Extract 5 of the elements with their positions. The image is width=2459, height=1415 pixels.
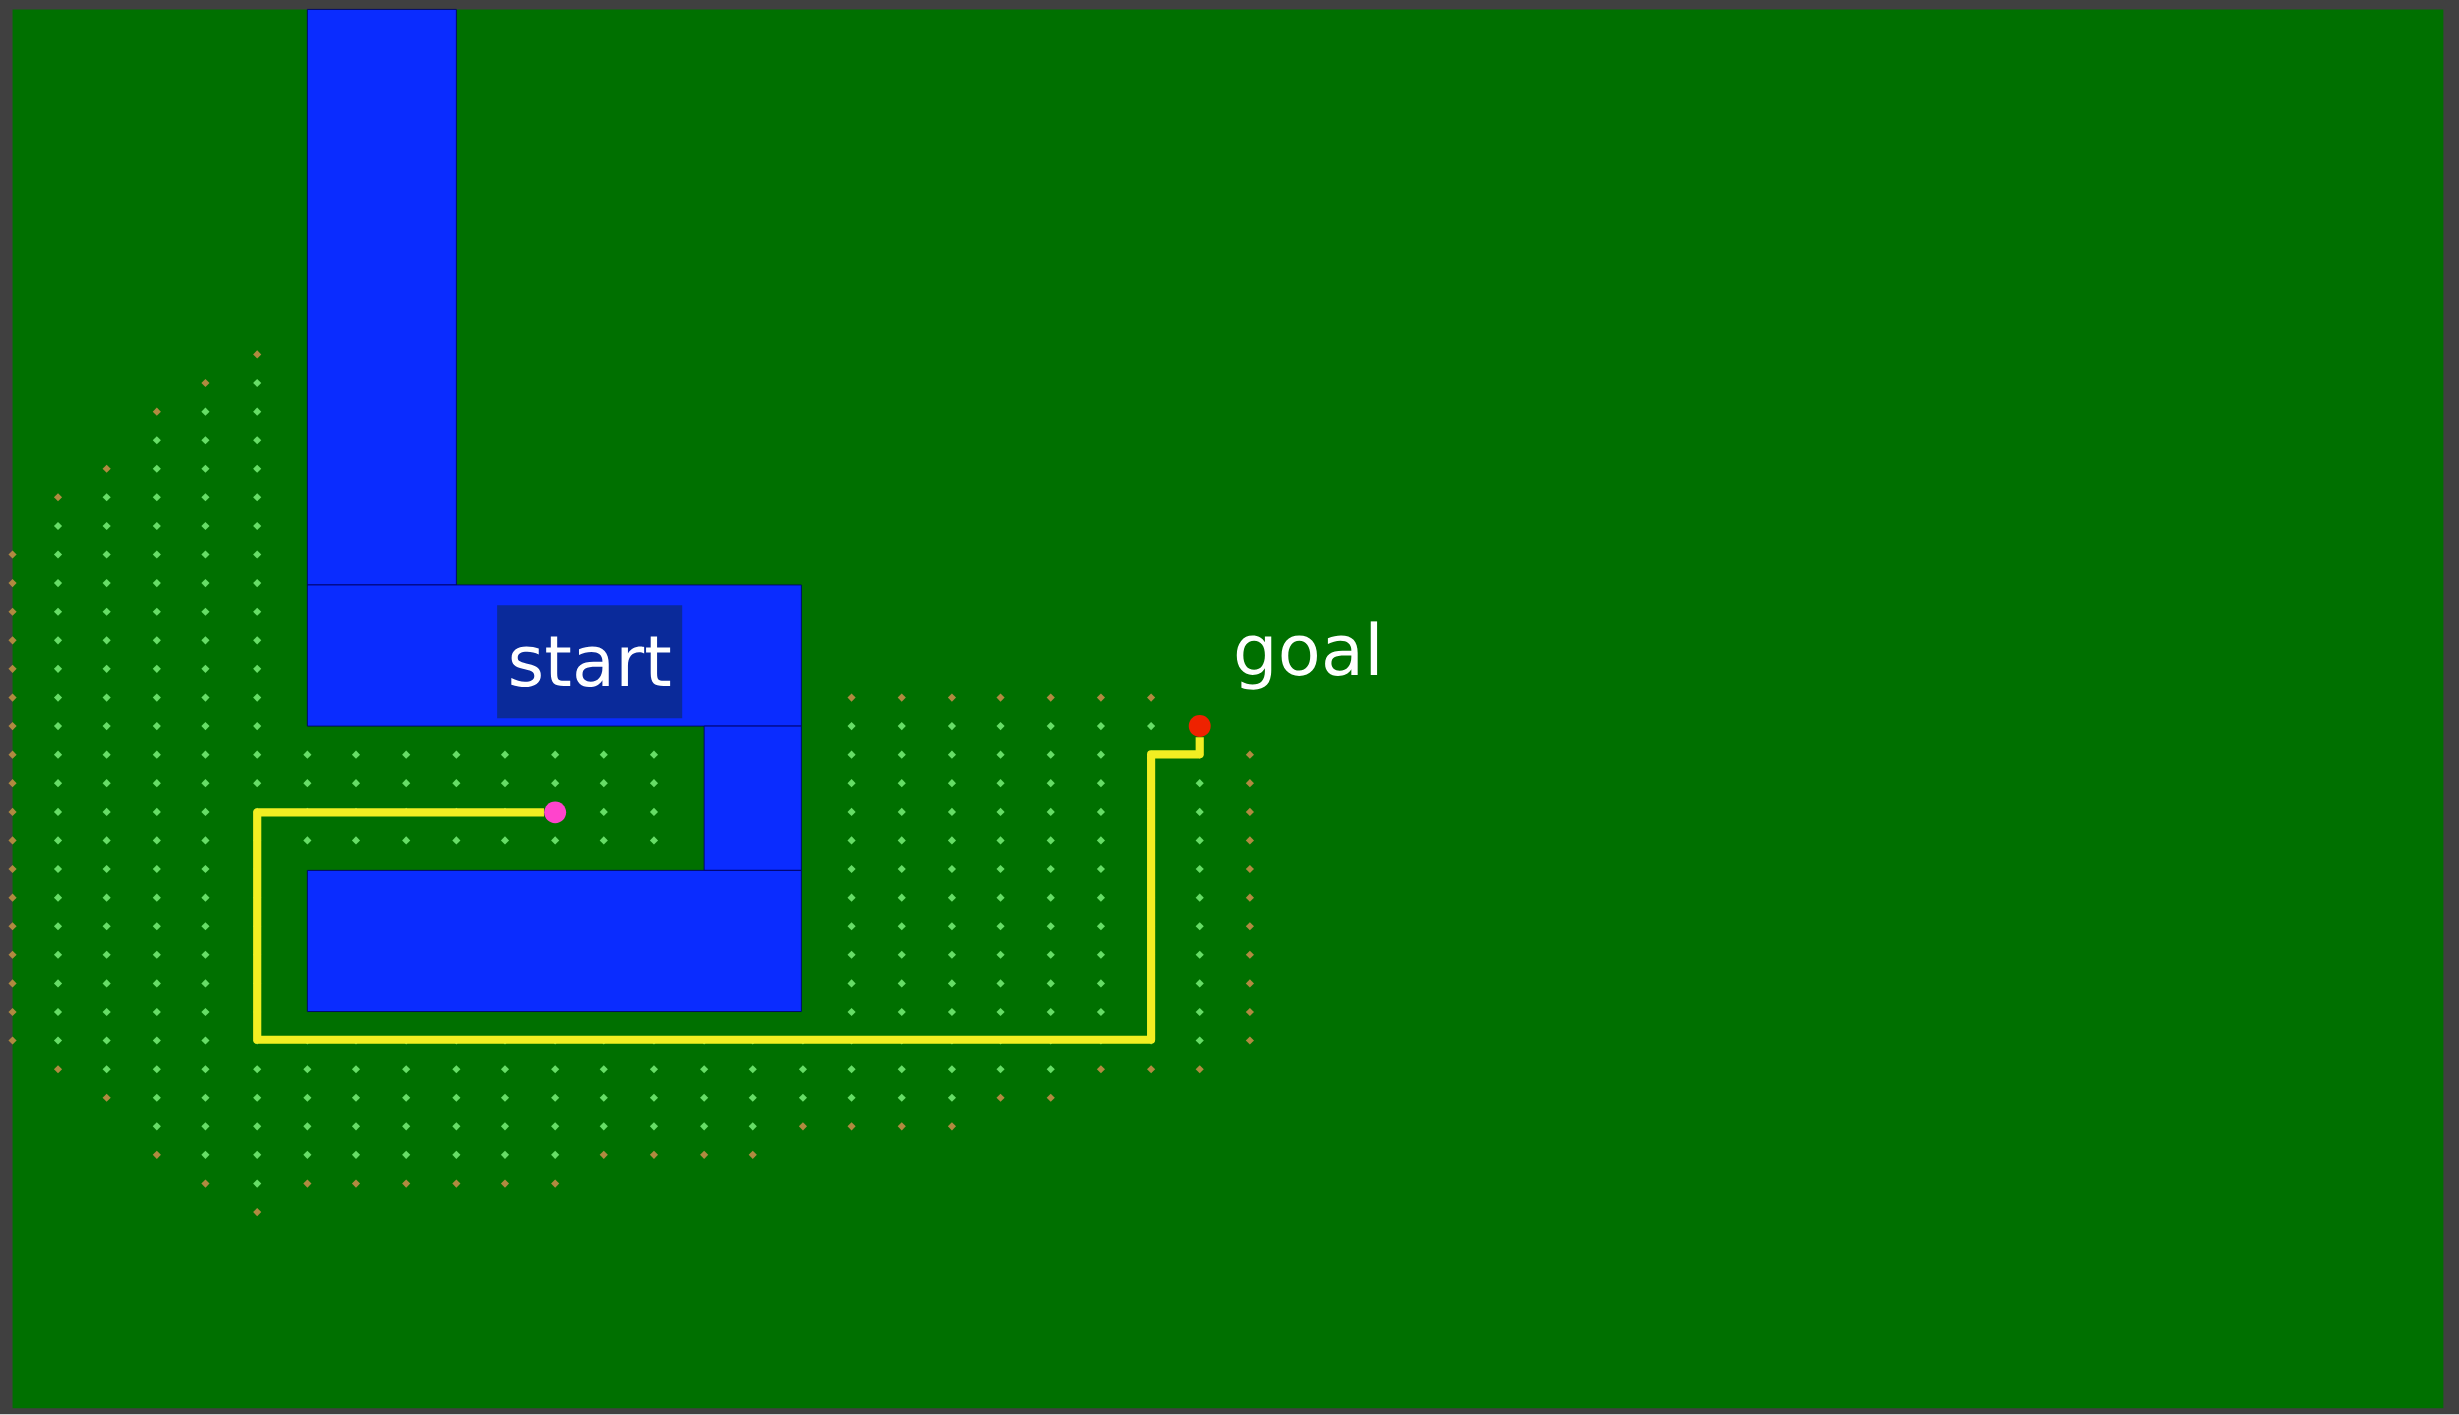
start-point [544, 801, 567, 824]
goal-point [1188, 715, 1211, 738]
goal-label: goal [1236, 621, 1378, 690]
start-label: start [497, 605, 683, 719]
planned-path [253, 737, 1204, 1045]
